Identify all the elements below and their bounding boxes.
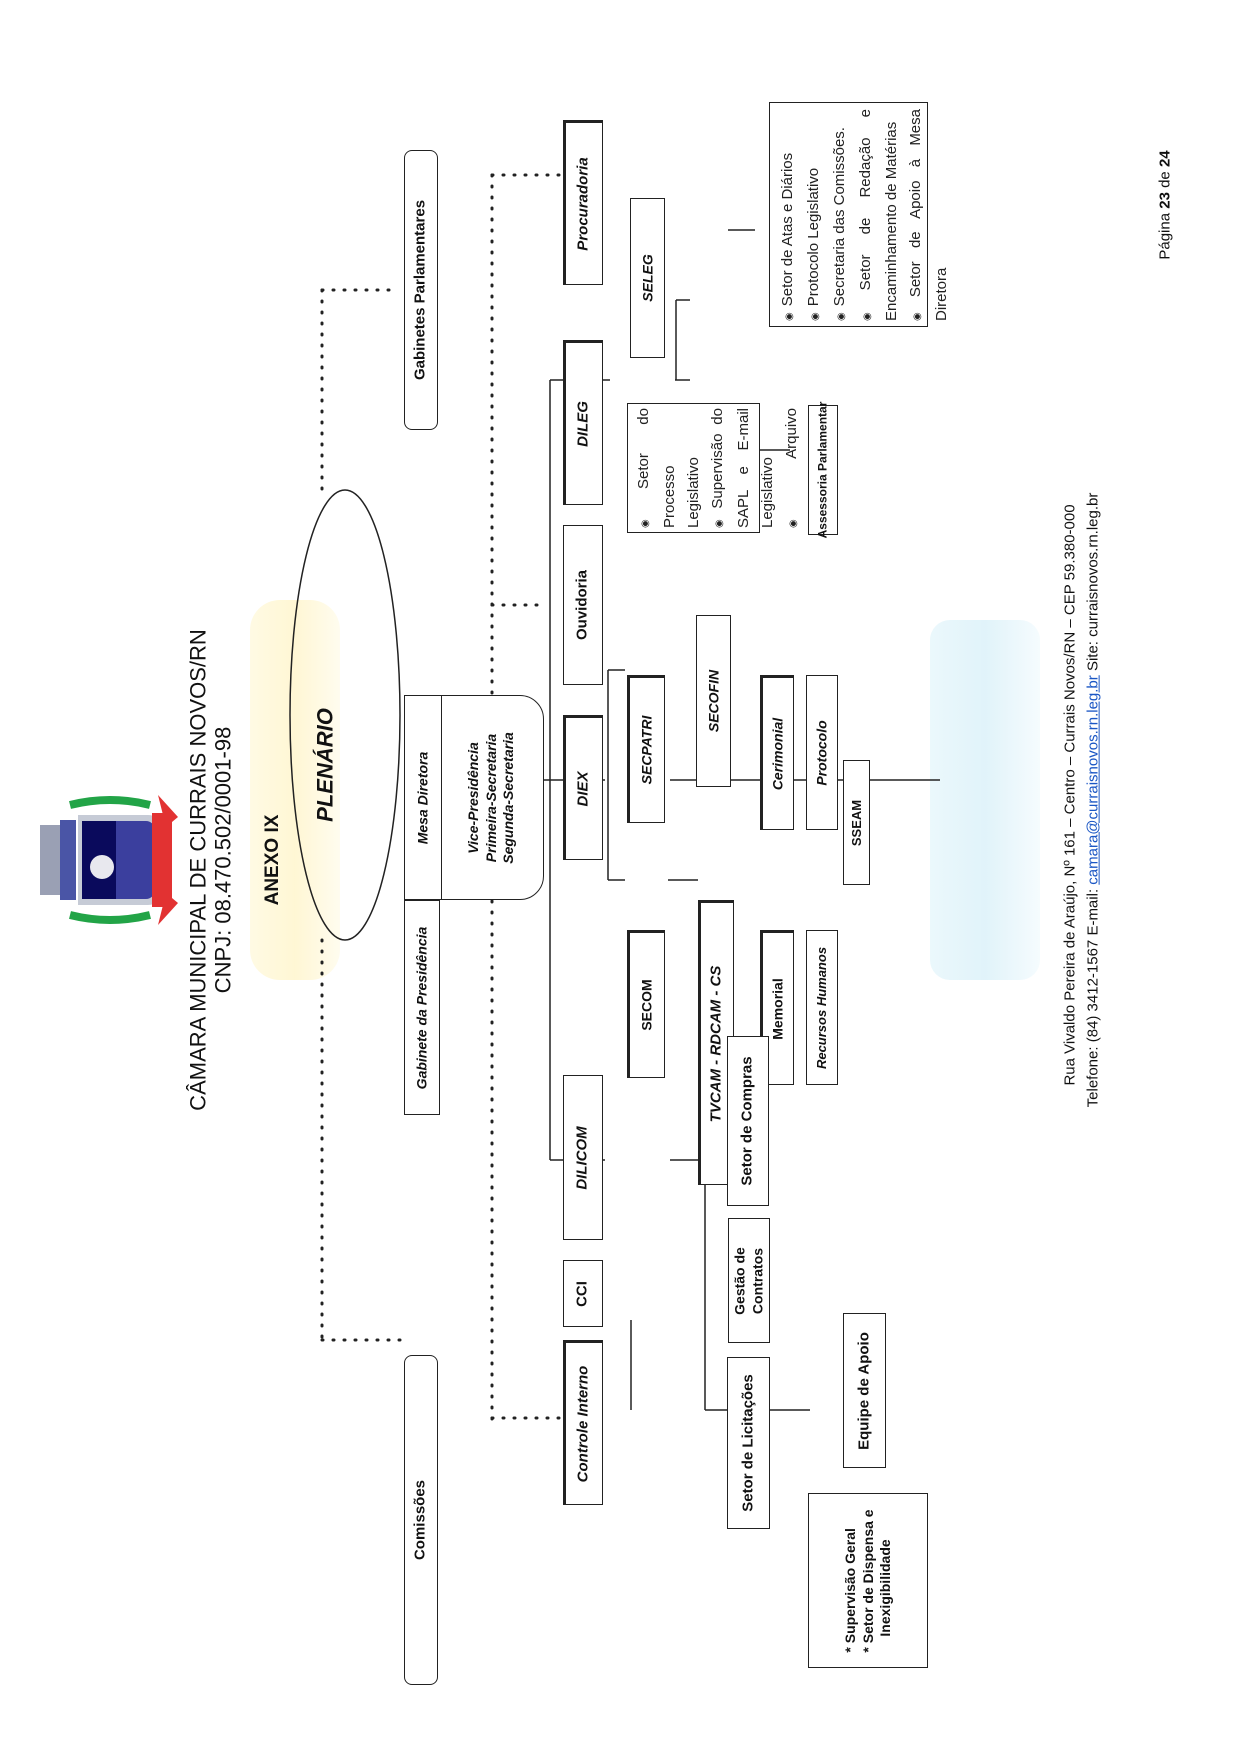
total-pages: 24 — [1156, 150, 1174, 168]
controle-interno-label: Controle Interno — [574, 1365, 592, 1482]
footer-address-text: Rua Vivaldo Pereira de Araújo, Nº 161 – … — [1061, 504, 1079, 1086]
dileg-item: ◉Supervisão do SAPL e E-mail Legislativo — [709, 408, 776, 528]
coat-of-arms-icon — [40, 795, 190, 925]
licitacoes-item: * Supervisão Geral — [841, 1527, 858, 1653]
sseam-label: SSEAM — [848, 799, 864, 846]
secofin-node[interactable]: SECOFIN — [696, 615, 731, 787]
gabinete-presidencia-label: Gabinete da Presidência — [413, 926, 430, 1089]
mesa-diretora-members: Vice-Presidência Primeira-Secretaria Seg… — [465, 732, 518, 864]
footer-email-link[interactable]: camara@curraisnovos.rn.leg.br — [1084, 675, 1102, 885]
seleg-item: ◉Setor de Atas e Diários — [779, 152, 796, 321]
equipe-apoio-label: Equipe de Apoio — [855, 1331, 873, 1450]
gestao-contratos-label: Gestão de Contratos — [731, 1246, 766, 1315]
cerimonial-label: Cerimonial — [769, 717, 786, 790]
footer-site: Site: curraisnovos.rn.leg.br — [1084, 492, 1102, 676]
watermark-logo — [250, 600, 340, 980]
setor-licitacoes-label: Setor de Licitações — [739, 1374, 757, 1512]
bullet-icon: ◉ — [788, 464, 799, 528]
dilicom-label: DILICOM — [573, 1125, 591, 1190]
seleg-items-list: ◉Setor de Atas e Diários ◉Protocolo Legi… — [776, 109, 954, 321]
gabinetes-parlamentares-node[interactable]: Gabinetes Parlamentares — [404, 150, 438, 430]
footer-contact-text: Telefone: (84) 3412-1567 E-mail: camara@… — [1085, 493, 1104, 1108]
setor-compras-label: Setor de Compras — [738, 1056, 756, 1186]
page-number-text: Página 23 de 24 — [1156, 150, 1174, 260]
procuradoria-label: Procuradoria — [574, 156, 592, 251]
comissoes-label: Comissões — [411, 1479, 429, 1561]
controle-interno-node[interactable]: Controle Interno — [563, 1340, 603, 1505]
seleg-item: ◉Setor de Redação e Encaminhamento de Ma… — [857, 109, 900, 321]
assessoria-parlamentar-label: Assessoria Parlamentar — [815, 401, 830, 539]
seleg-item: ◉Setor de Apoio à Mesa Diretora — [907, 109, 950, 321]
secpatri-label: SECPATRI — [638, 715, 655, 785]
bullet-icon: ◉ — [640, 495, 651, 528]
cerimonial-node[interactable]: Cerimonial — [760, 675, 794, 830]
assessoria-parlamentar-node[interactable]: Assessoria Parlamentar — [808, 402, 838, 538]
procuradoria-node[interactable]: Procuradoria — [563, 120, 603, 285]
protocolo-label: Protocolo — [813, 719, 830, 786]
setor-compras-node[interactable]: Setor de Compras — [727, 1036, 769, 1206]
seleg-node[interactable]: SELEG — [630, 198, 665, 358]
mesa-diretora-title: Mesa Diretora — [414, 751, 431, 844]
bullet-icon: ◉ — [810, 312, 821, 321]
dileg-label: DILEG — [574, 400, 592, 447]
secom-node[interactable]: SECOM — [627, 930, 665, 1078]
cci-node[interactable]: CCI — [563, 1260, 603, 1327]
seleg-item: ◉Protocolo Legislativo — [805, 167, 822, 321]
mesa-diretora-node[interactable]: Mesa Diretora Vice-Presidência Primeira-… — [404, 695, 544, 900]
current-page: 23 — [1156, 192, 1174, 209]
page-number: Página 23 de 24 — [1155, 125, 1177, 285]
secpatri-node[interactable]: SECPATRI — [627, 675, 665, 823]
bullet-icon: ◉ — [836, 312, 847, 321]
plenario-label: PLENÁRIO — [312, 708, 338, 822]
gestao-contratos-node[interactable]: Gestão de Contratos — [728, 1218, 770, 1343]
equipe-apoio-node[interactable]: Equipe de Apoio — [843, 1313, 886, 1468]
bullet-icon: ◉ — [784, 312, 795, 321]
cci-label: CCI — [573, 1280, 591, 1307]
seleg-items-box: ◉Setor de Atas e Diários ◉Protocolo Legi… — [769, 102, 950, 327]
member-primeira-secretaria: Primeira-Secretaria — [482, 733, 499, 862]
seleg-item: ◉Secretaria das Comissões. — [831, 127, 848, 321]
sseam-node[interactable]: SSEAM — [843, 760, 870, 885]
watermark-map — [930, 620, 1040, 980]
protocolo-node[interactable]: Protocolo — [806, 675, 838, 830]
memorial-label: Memorial — [769, 977, 786, 1040]
dileg-items-box: ◉Setor do Processo Legislativo ◉Supervis… — [627, 403, 826, 533]
member-segunda-secretaria: Segunda-Secretaria — [499, 731, 516, 864]
bullet-icon: ◉ — [714, 514, 725, 528]
dileg-node[interactable]: DILEG — [563, 340, 603, 505]
member-vice-presidencia: Vice-Presidência — [464, 741, 481, 854]
ouvidoria-node[interactable]: Ouvidoria — [563, 525, 603, 685]
gabinete-presidencia-node[interactable]: Gabinete da Presidência — [404, 900, 440, 1115]
footer-contact: Telefone: (84) 3412-1567 E-mail: camara@… — [1083, 440, 1105, 1160]
licitacoes-items-list: * Supervisão Geral * Setor de Dispensa e… — [842, 1509, 895, 1652]
plenario-node[interactable]: PLENÁRIO — [305, 690, 345, 840]
licitacoes-item: Inexigibilidade — [876, 1538, 893, 1637]
secom-label: SECOM — [638, 979, 655, 1031]
dileg-item: ◉Setor do Processo Legislativo — [635, 408, 702, 528]
gabinetes-parlamentares-label: Gabinetes Parlamentares — [411, 199, 429, 381]
footer-address: Rua Vivaldo Pereira de Araújo, Nº 161 – … — [1060, 455, 1082, 1135]
bullet-icon: ◉ — [862, 296, 873, 321]
dotted-links — [320, 173, 562, 1422]
licitacoes-item: * Setor de Dispensa e — [859, 1508, 876, 1653]
recursos-humanos-label: Recursos Humanos — [813, 946, 829, 1069]
recursos-humanos-node[interactable]: Recursos Humanos — [806, 930, 838, 1085]
comissoes-node[interactable]: Comissões — [404, 1355, 438, 1685]
bullet-icon: ◉ — [912, 303, 923, 321]
licitacoes-items-box: * Supervisão Geral * Setor de Dispensa e… — [808, 1493, 928, 1668]
footer-phone: Telefone: (84) 3412-1567 E-mail: — [1084, 884, 1102, 1108]
diex-node[interactable]: DIEX — [563, 715, 603, 860]
secofin-label: SECOFIN — [704, 669, 721, 733]
setor-licitacoes-node[interactable]: Setor de Licitações — [727, 1357, 770, 1529]
ouvidoria-label: Ouvidoria — [573, 569, 591, 641]
tvcam-label: TVCAM - RDCAM - CS — [707, 965, 725, 1122]
seleg-label: SELEG — [638, 254, 655, 302]
diex-label: DIEX — [574, 770, 592, 807]
dileg-items-list: ◉Setor do Processo Legislativo ◉Supervis… — [632, 408, 830, 528]
dilicom-node[interactable]: DILICOM — [563, 1075, 603, 1240]
plenario-ellipse — [289, 489, 401, 941]
